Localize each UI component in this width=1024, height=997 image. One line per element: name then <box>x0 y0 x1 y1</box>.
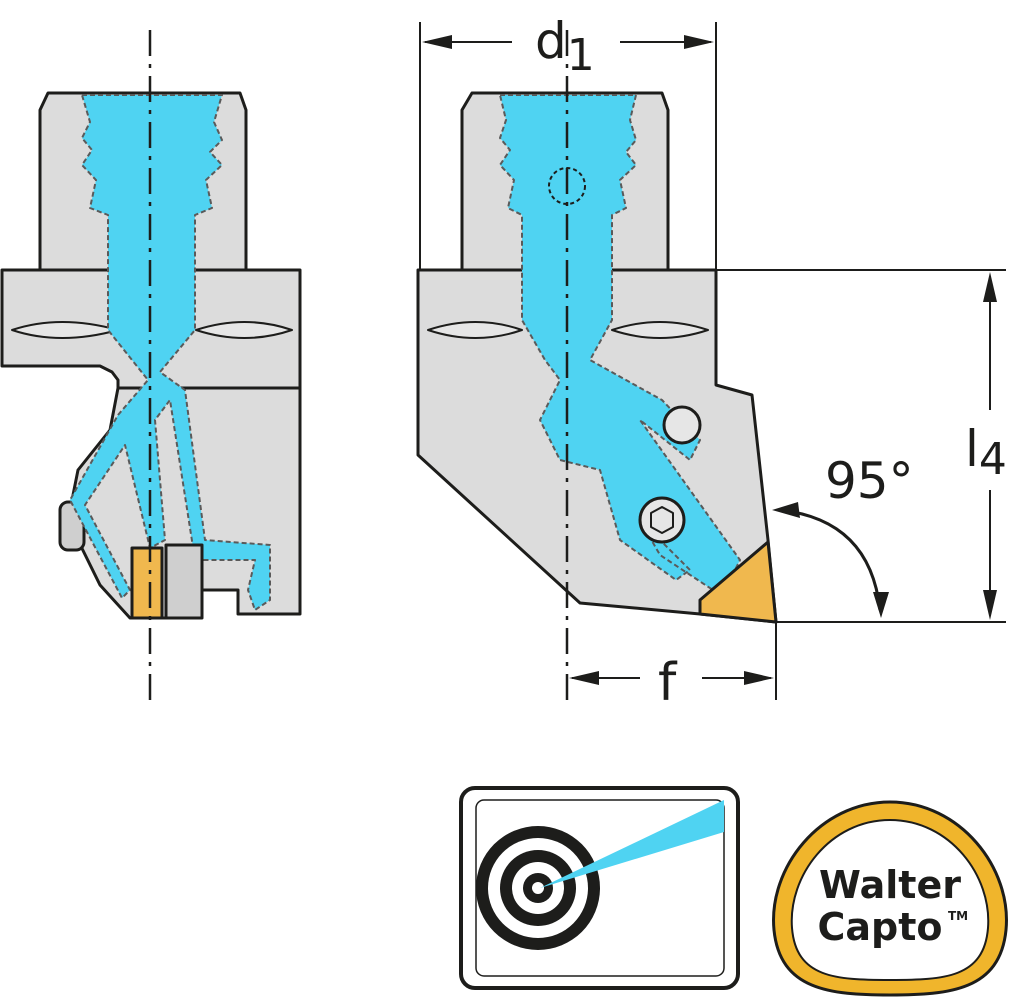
dimension-lines <box>419 22 1006 700</box>
side-view <box>0 91 302 620</box>
dim-f-label: f <box>658 653 678 713</box>
front-view <box>416 91 778 624</box>
dim-d1-label: d1 <box>535 12 595 81</box>
front-clamp-screw <box>638 496 686 544</box>
front-hex-socket <box>650 506 674 534</box>
side-coolant-channel <box>69 94 271 611</box>
dim-l4-label: l4 <box>965 420 1007 485</box>
walter-capto-logo: Walter Capto TM <box>772 800 1008 997</box>
side-insert <box>130 546 164 620</box>
front-slot-right <box>611 321 709 339</box>
logo-line-1: Walter <box>819 863 961 907</box>
side-slot-right <box>195 321 293 339</box>
logo-line-2: Capto <box>817 905 942 949</box>
front-top-screw <box>662 405 702 445</box>
side-clamp <box>164 543 204 620</box>
target-coolant-icon <box>476 800 724 950</box>
coolant-badge <box>459 786 740 990</box>
front-slot-left <box>427 321 523 339</box>
angle-label: 95° <box>825 452 914 510</box>
logo-tm: TM <box>948 909 968 923</box>
